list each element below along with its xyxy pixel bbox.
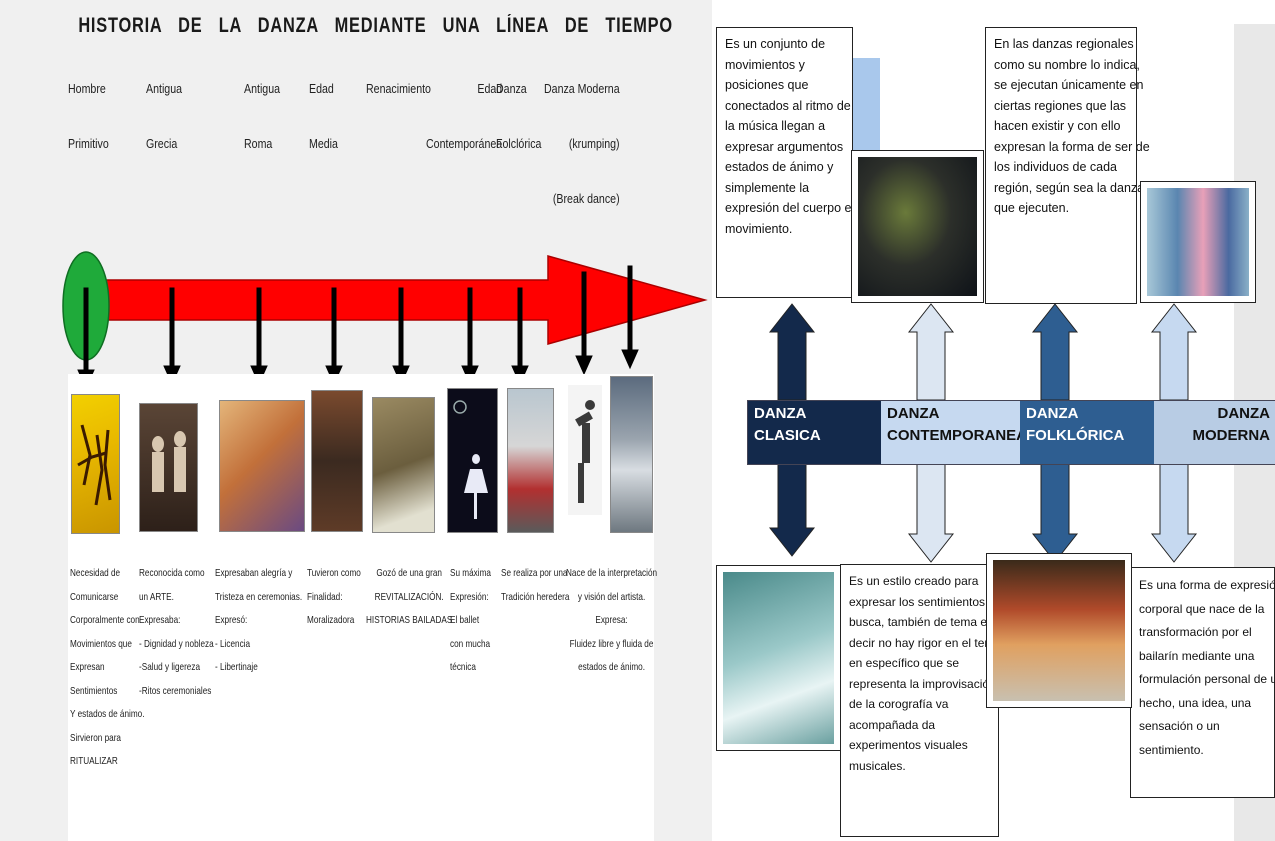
era-label-renacimiento: Renacimiento <box>366 82 431 96</box>
map-arrows <box>768 303 1198 563</box>
down-arrow-9 <box>621 265 639 370</box>
blue-accent <box>850 58 880 150</box>
timeline-title: HISTORIA DE LA DANZA MEDIANTE UNA LÍNEA … <box>78 14 673 37</box>
image-moderna <box>610 376 653 533</box>
arrow-down-folklorica <box>1031 459 1079 563</box>
image-renacimiento <box>372 397 435 533</box>
band-moderna: DANZA MODERNA <box>1154 401 1275 464</box>
era-label-contemporanea: Edad Contemporánea <box>426 82 503 151</box>
desc-primitivo: Necesidad de Comunicarse Corporalmente c… <box>70 567 145 767</box>
era-label-folclorica: Danza Folclórica <box>496 82 542 151</box>
arrow-down-clasica <box>768 459 816 557</box>
desc-contemporanea: Su máxima Expresión: El ballet con mucha… <box>450 567 491 673</box>
era-label-moderna: Danza Moderna (krumping) (Break dance) <box>544 82 620 206</box>
desc-roma: Expresaban alegría y Tristeza en ceremon… <box>215 567 303 673</box>
text-box-clasica: Es un conjunto de movimientos y posicion… <box>716 27 858 298</box>
desc-folclorica: Se realiza por una Tradición heredera <box>501 567 570 603</box>
arrow-down-moderna <box>1150 459 1198 563</box>
desc-moderna: Nace de la interpretación y visión del a… <box>566 567 658 673</box>
image-breakdance <box>568 385 602 515</box>
photo-clasica <box>716 565 841 751</box>
dance-types-band: DANZA CLASICA DANZA CONTEMPORANEA DANZA … <box>747 400 1275 465</box>
arrow-up-moderna <box>1150 303 1198 401</box>
timeline-panel: HISTORIA DE LA DANZA MEDIANTE UNA LÍNEA … <box>0 0 712 841</box>
image-contemporanea <box>447 388 498 533</box>
text-box-moderna: Es una forma de expresión corporal que n… <box>1130 567 1275 798</box>
band-contemporanea: DANZA CONTEMPORANEA <box>881 401 1027 464</box>
band-clasica: DANZA CLASICA <box>748 401 881 464</box>
desc-edad-media: Tuvieron como Finalidad: Moralizadora <box>307 567 361 626</box>
text-box-contemporanea: Es un estilo creado para expresar los se… <box>840 564 1004 837</box>
image-folclorica <box>507 388 554 533</box>
image-grecia <box>139 403 198 532</box>
arrow-up-folklorica <box>1031 303 1079 401</box>
timeline-arrow <box>62 251 708 390</box>
era-label-edad-media: Edad Media <box>309 82 338 151</box>
down-arrow-8 <box>575 271 593 376</box>
desc-grecia: Reconocida como un ARTE. Expresaba: - Di… <box>139 567 214 697</box>
arrow-up-contemporanea <box>907 303 955 401</box>
era-label-roma: Antigua Roma <box>244 82 281 151</box>
band-folklorica: DANZA FOLKLÓRICA <box>1020 401 1154 464</box>
arrow-up-clasica <box>768 303 816 401</box>
arrow-down-contemporanea <box>907 459 955 563</box>
text-box-folklorica: En las danzas regionales como su nombre … <box>985 27 1150 304</box>
photo-moderna <box>1140 181 1256 303</box>
photo-folklorica <box>986 553 1132 708</box>
concept-map-panel: DANZA CLASICA DANZA CONTEMPORANEA DANZA … <box>712 0 1275 841</box>
desc-renacimiento: Gozó de una gran REVITALIZACIÓN. HISTORI… <box>366 567 453 626</box>
photo-contemporanea <box>851 150 984 303</box>
era-label-primitivo: Hombre Primitivo <box>68 82 109 151</box>
image-roma <box>219 400 305 532</box>
era-label-grecia: Antigua Grecia <box>146 82 183 151</box>
image-primitivo <box>71 394 120 534</box>
image-edad-media <box>311 390 363 532</box>
